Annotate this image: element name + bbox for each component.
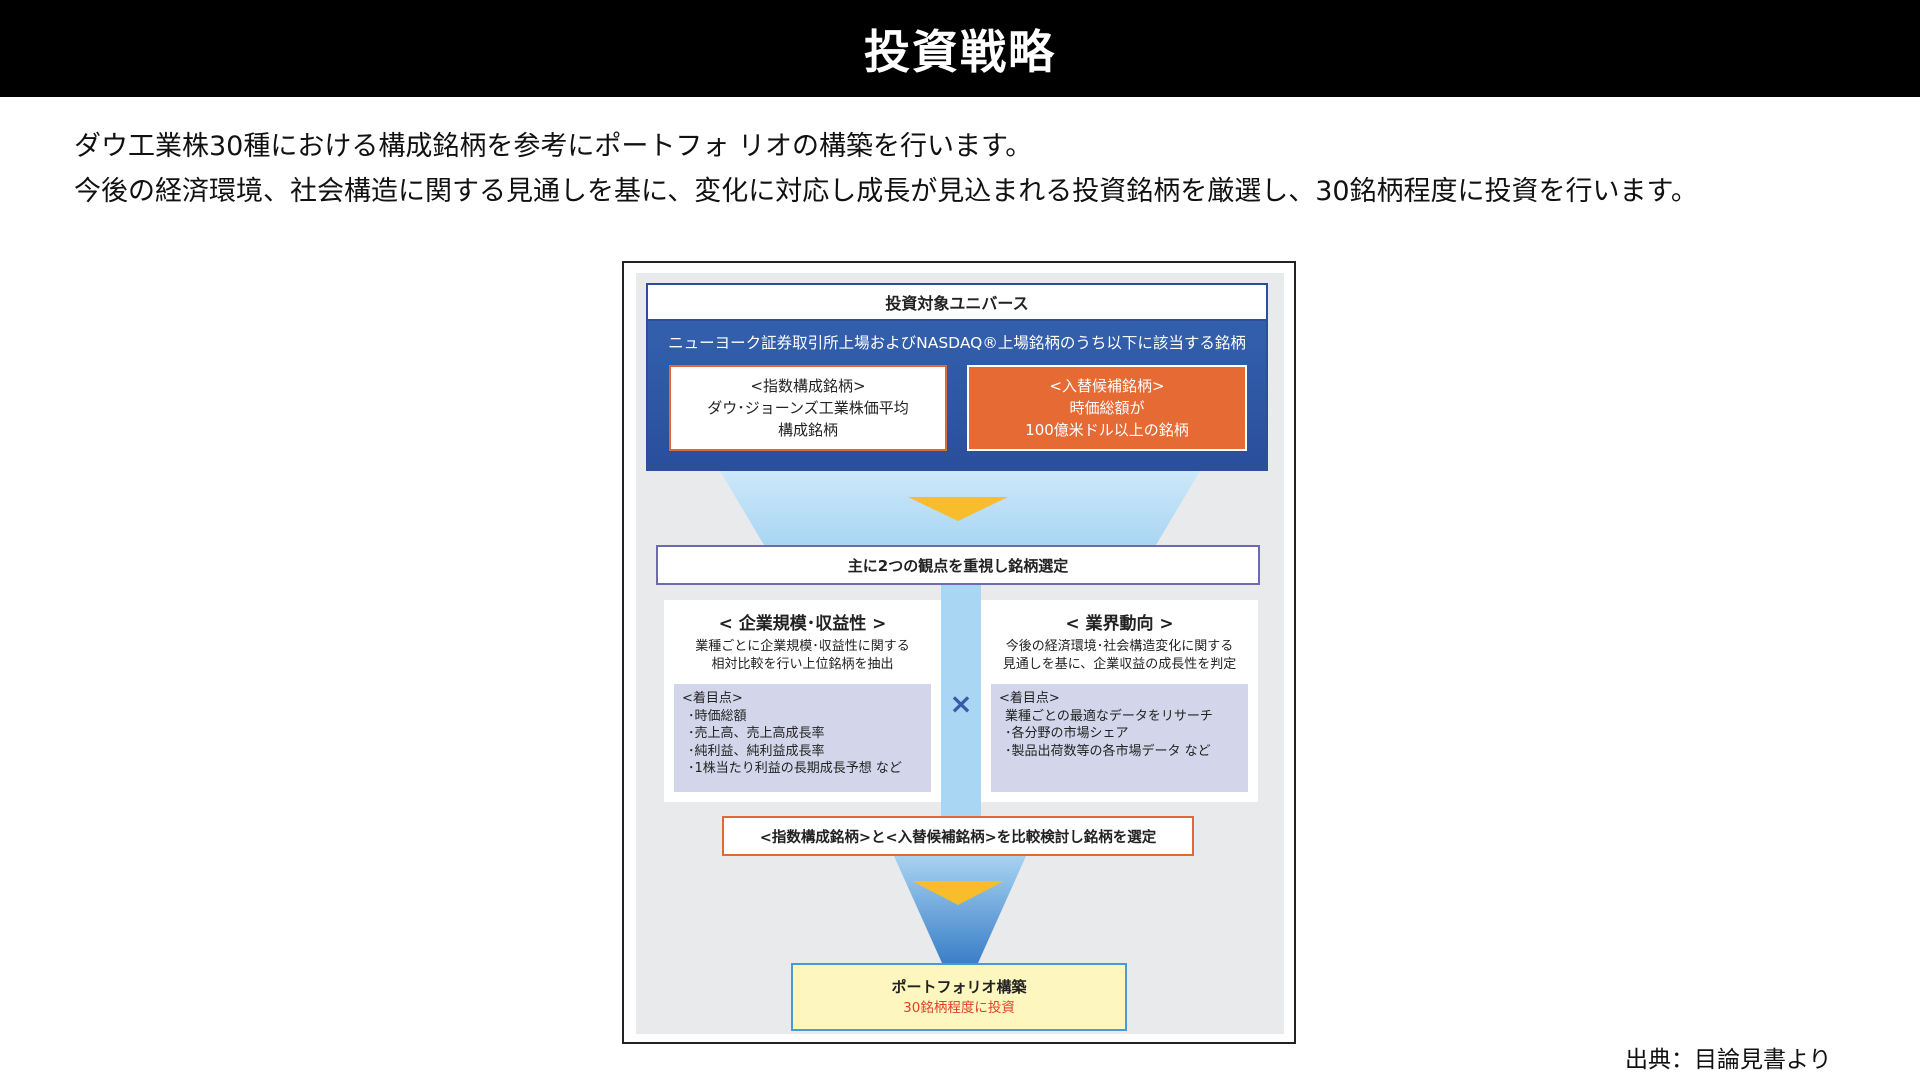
panel-description: 業種ごとに企業規模･収益性に関する 相対比較を行い上位銘柄を抽出 [664,638,941,674]
panel-title: < 企業規模･収益性 > [718,613,887,634]
portfolio-subtitle: 30銘柄程度に投資 [903,1000,1015,1016]
arrow-down-icon [912,881,1004,905]
focus-item: ･売上高、売上高成長率 [688,726,825,741]
intro-line-2: 今後の経済環境、社会構造に関する見通しを基に、変化に対応し成長が見込まれる投資銘… [74,176,1698,207]
portfolio-construction-box: ポートフォリオ構築 30銘柄程度に投資 [791,963,1127,1031]
focus-item: ･時価総額 [688,708,747,724]
page-header: 投資戦略 [0,0,1920,97]
selection-criteria-title: 主に2つの観点を重視し銘柄選定 [656,545,1260,585]
focus-item: 業種ごとの最適なデータをリサーチ [1005,708,1213,724]
page-title: 投資戦略 [864,24,1056,79]
panel-desc-line-1: 今後の経済環境･社会構造変化に関する [1005,639,1234,654]
index-box-line-3: 構成銘柄 [777,421,838,439]
index-constituents-box: <指数構成銘柄> ダウ･ジョーンズ工業株価平均 構成銘柄 [669,365,947,451]
comparison-box: <指数構成銘柄>と<入替候補銘柄>を比較検討し銘柄を選定 [722,816,1194,856]
strategy-diagram: 投資対象ユニバース ニューヨーク証券取引所上場およびNASDAQ®上場銘柄のうち… [622,261,1296,1044]
intro-line-1: ダウ工業株30種における構成銘柄を参考にポートフォ リオの構築を行います。 [74,131,1033,162]
index-box-line-1: <指数構成銘柄> [750,377,866,395]
replace-box-line-3: 100億米ドル以上の銘柄 [1025,421,1189,439]
panel-desc-line-2: 相対比較を行い上位銘柄を抽出 [711,657,894,672]
company-size-profitability-panel: < 企業規模･収益性 > 業種ごとに企業規模･収益性に関する 相対比較を行い上位… [664,600,941,802]
panel-desc-line-1: 業種ごとに企業規模･収益性に関する [695,639,910,654]
panel-title: < 業界動向 > [1065,613,1174,634]
universe-description: ニューヨーク証券取引所上場およびNASDAQ®上場銘柄のうち以下に該当する銘柄 [668,334,1246,352]
focus-points: <着目点> 業種ごとの最適なデータをリサーチ ･各分野の市場シェア ･製品出荷数… [991,684,1248,792]
focus-item: ･製品出荷数等の各市場データ など [1005,743,1211,759]
replacement-candidates-box: <入替候補銘柄> 時価総額が 100億米ドル以上の銘柄 [967,365,1247,451]
replace-box-line-1: <入替候補銘柄> [1049,377,1165,395]
funnel-lower [894,856,1026,963]
panel-description: 今後の経済環境･社会構造変化に関する 見通しを基に、企業収益の成長性を判定 [981,638,1258,674]
focus-item: ･各分野の市場シェア [1005,726,1129,741]
source-note: 出典：目論見書より [1625,1047,1832,1073]
replace-box-line-2: 時価総額が [1069,399,1145,417]
focus-item: ･純利益、純利益成長率 [688,743,825,759]
focus-label: <着目点> [682,691,743,706]
cross-icon: × [949,686,973,720]
intro-text: ダウ工業株30種における構成銘柄を参考にポートフォ リオの構築を行います。 今後… [74,124,1874,214]
arrow-down-icon [908,497,1008,521]
investment-universe: 投資対象ユニバース ニューヨーク証券取引所上場およびNASDAQ®上場銘柄のうち… [646,283,1268,471]
panel-desc-line-2: 見通しを基に、企業収益の成長性を判定 [1002,657,1237,672]
index-box-line-2: ダウ･ジョーンズ工業株価平均 [707,399,909,417]
focus-label: <着目点> [999,691,1060,706]
portfolio-title: ポートフォリオ構築 [891,978,1027,996]
universe-title: 投資対象ユニバース [648,285,1266,321]
funnel-graphic [720,471,1200,963]
focus-points: <着目点> ･時価総額 ･売上高、売上高成長率 ･純利益、純利益成長率 ･1株当… [674,684,931,792]
diagram-canvas: 投資対象ユニバース ニューヨーク証券取引所上場およびNASDAQ®上場銘柄のうち… [636,273,1284,1034]
funnel-middle [941,585,981,816]
focus-item: ･1株当たり利益の長期成長予想 など [688,761,902,776]
industry-trends-panel: < 業界動向 > 今後の経済環境･社会構造変化に関する 見通しを基に、企業収益の… [981,600,1258,802]
